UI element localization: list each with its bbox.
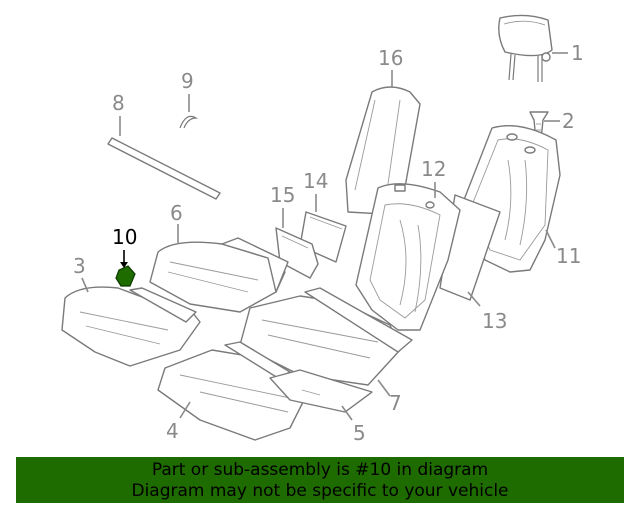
part-4-lower-cushion[interactable] xyxy=(157,341,306,441)
callout-16: 16 xyxy=(378,46,403,88)
banner-line-1: Part or sub-assembly is #10 in diagram xyxy=(151,460,489,480)
callout-label-10: 10 xyxy=(112,225,137,249)
callout-7: 7 xyxy=(377,379,402,415)
callout-label-2: 2 xyxy=(562,109,575,133)
callout-label-11: 11 xyxy=(556,244,581,268)
callout-label-4: 4 xyxy=(166,419,179,443)
callout-label-9: 9 xyxy=(181,69,194,93)
part-3-cushion[interactable] xyxy=(61,286,201,367)
callout-label-14: 14 xyxy=(303,169,328,193)
info-banner: Part or sub-assembly is #10 in diagram D… xyxy=(16,457,624,503)
callout-11: 11 xyxy=(545,229,581,268)
callout-label-1: 1 xyxy=(571,41,584,65)
callout-8: 8 xyxy=(112,91,125,136)
callout-6: 6 xyxy=(170,201,183,244)
part-10-highlighted-component[interactable] xyxy=(115,265,136,287)
callout-label-12: 12 xyxy=(421,157,446,181)
callout-label-5: 5 xyxy=(353,421,366,445)
part-1-headrest[interactable] xyxy=(498,14,553,82)
callout-label-15: 15 xyxy=(270,183,295,207)
callout-9: 9 xyxy=(181,69,194,112)
callout-label-8: 8 xyxy=(112,91,125,115)
part-8-rod[interactable] xyxy=(107,137,221,200)
callout-label-7: 7 xyxy=(389,391,402,415)
callout-label-6: 6 xyxy=(170,201,183,225)
callout-label-16: 16 xyxy=(378,46,403,70)
callout-15: 15 xyxy=(270,183,295,228)
callout-13: 13 xyxy=(467,291,507,333)
callout-1: 1 xyxy=(552,41,584,65)
callout-3: 3 xyxy=(73,254,89,293)
callout-4: 4 xyxy=(166,401,191,443)
part-5-mat[interactable] xyxy=(269,369,373,413)
callout-label-3: 3 xyxy=(73,254,86,278)
callout-12: 12 xyxy=(421,157,446,198)
banner-line-2: Diagram may not be specific to your vehi… xyxy=(131,481,509,501)
part-7-center-cushion[interactable] xyxy=(239,287,413,386)
part-15-bracket[interactable] xyxy=(275,227,319,279)
part-6-cushion-pad[interactable] xyxy=(149,237,289,313)
parts-diagram: 1 2 3 4 5 6 7 8 9 10 11 12 xyxy=(61,14,584,445)
callout-2: 2 xyxy=(544,109,575,133)
callout-14: 14 xyxy=(303,169,328,212)
callout-10: 10 xyxy=(112,225,137,268)
callout-label-13: 13 xyxy=(482,309,507,333)
part-9-clip[interactable] xyxy=(179,115,199,129)
callout-5: 5 xyxy=(341,405,366,445)
part-12-backrest[interactable] xyxy=(355,183,461,331)
